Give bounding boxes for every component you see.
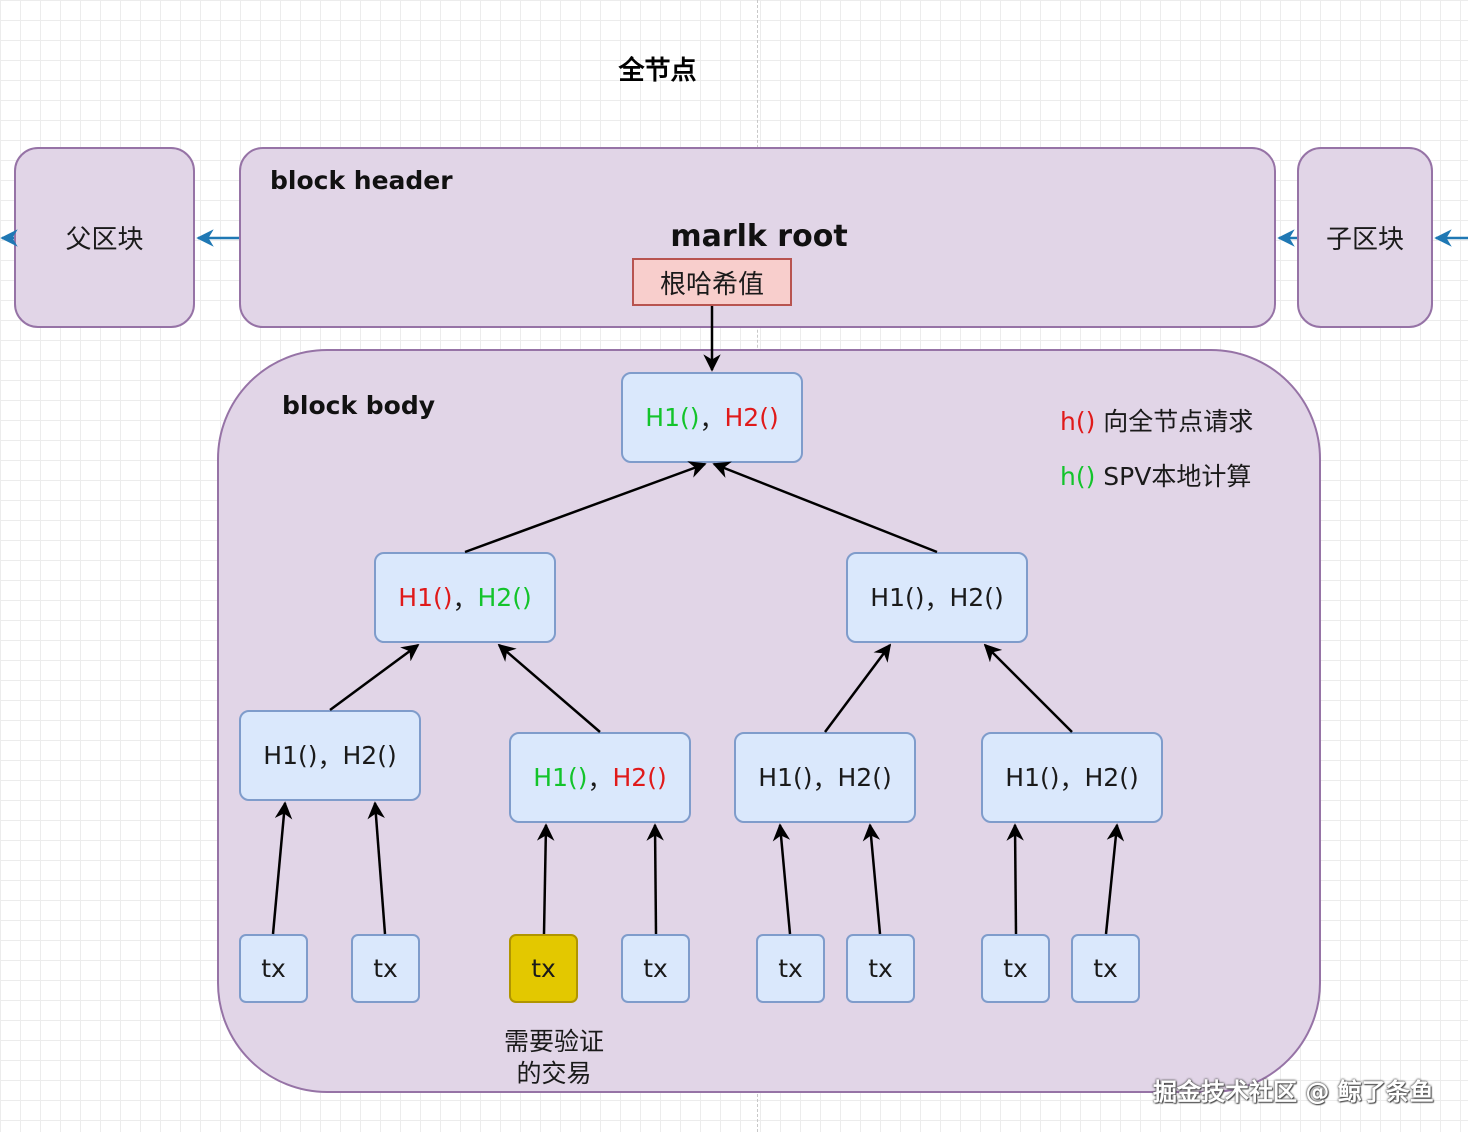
tx-target[interactable]: tx	[509, 934, 578, 1003]
legend-local-text: SPV本地计算	[1095, 462, 1252, 491]
tx-2-label: tx	[373, 954, 398, 983]
root-hash-box[interactable]: 根哈希值	[632, 258, 792, 306]
level2-node-2-sep: ，	[587, 764, 613, 794]
tx-8[interactable]: tx	[1071, 934, 1140, 1003]
root-node-h2: H2()	[724, 403, 779, 432]
parent-block-label: 父区块	[65, 225, 144, 255]
level1-left-sep: ，	[452, 584, 478, 614]
level2-node-4[interactable]: H1()，H2()	[981, 732, 1163, 823]
legend-request-h: h()	[1060, 407, 1096, 436]
legend-local-h: h()	[1060, 462, 1096, 491]
tx-4[interactable]: tx	[621, 934, 690, 1003]
level2-node-4-h2: H2()	[1084, 763, 1139, 792]
tx-2[interactable]: tx	[351, 934, 420, 1003]
tx-5[interactable]: tx	[756, 934, 825, 1003]
level2-node-1-h1: H1()	[263, 741, 318, 770]
level1-right-node[interactable]: H1()，H2()	[846, 552, 1028, 643]
tx-target-label: tx	[531, 954, 556, 983]
level2-node-3[interactable]: H1()，H2()	[734, 732, 916, 823]
level1-right-sep: ，	[924, 584, 950, 614]
tx-7[interactable]: tx	[981, 934, 1050, 1003]
tx-1[interactable]: tx	[239, 934, 308, 1003]
diagram-title: 全节点	[618, 56, 697, 86]
legend-request: h() 向全节点请求	[1060, 402, 1253, 438]
block-body-label: block body	[282, 391, 436, 420]
level2-node-4-h1: H1()	[1005, 763, 1060, 792]
level2-node-3-sep: ，	[812, 764, 838, 794]
tx-1-label: tx	[261, 954, 286, 983]
watermark: 掘金技术社区 @ 鲸了条鱼	[1153, 1078, 1434, 1106]
block-header-label: block header	[270, 166, 453, 195]
child-block-label: 子区块	[1325, 225, 1404, 255]
legend-request-text: 向全节点请求	[1095, 407, 1254, 436]
parent-block[interactable]: 父区块	[14, 147, 195, 328]
level1-left-h2: H2()	[477, 583, 532, 612]
level2-node-2-h1: H1()	[533, 763, 588, 792]
level2-node-3-h1: H1()	[758, 763, 813, 792]
level2-node-2-h2: H2()	[612, 763, 667, 792]
root-node-sep: ，	[699, 404, 725, 434]
target-tx-note-line2: 的交易	[516, 1059, 592, 1088]
level2-node-2[interactable]: H1()，H2()	[509, 732, 691, 823]
target-tx-note-line1: 需要验证	[503, 1027, 604, 1056]
child-block[interactable]: 子区块	[1297, 147, 1433, 328]
root-node-h1: H1()	[645, 403, 700, 432]
tx-6-label: tx	[868, 954, 893, 983]
legend-local: h() SPV本地计算	[1060, 457, 1251, 493]
merkle-root-label: marlk root	[670, 219, 848, 254]
level2-node-1[interactable]: H1()，H2()	[239, 710, 421, 801]
tx-6[interactable]: tx	[846, 934, 915, 1003]
tx-8-label: tx	[1093, 954, 1118, 983]
level2-node-1-sep: ，	[317, 742, 343, 772]
target-tx-note: 需要验证 的交易	[474, 1026, 634, 1090]
level2-node-4-sep: ，	[1059, 764, 1085, 794]
tx-5-label: tx	[778, 954, 803, 983]
root-hash-label: 根哈希值	[659, 269, 764, 300]
level1-left-node[interactable]: H1()，H2()	[374, 552, 556, 643]
level1-right-h1: H1()	[870, 583, 925, 612]
level2-node-1-h2: H2()	[342, 741, 397, 770]
level1-right-h2: H2()	[949, 583, 1004, 612]
tx-7-label: tx	[1003, 954, 1028, 983]
level2-node-3-h2: H2()	[837, 763, 892, 792]
level1-left-h1: H1()	[398, 583, 453, 612]
root-node[interactable]: H1()，H2()	[621, 372, 803, 463]
tx-4-label: tx	[643, 954, 668, 983]
